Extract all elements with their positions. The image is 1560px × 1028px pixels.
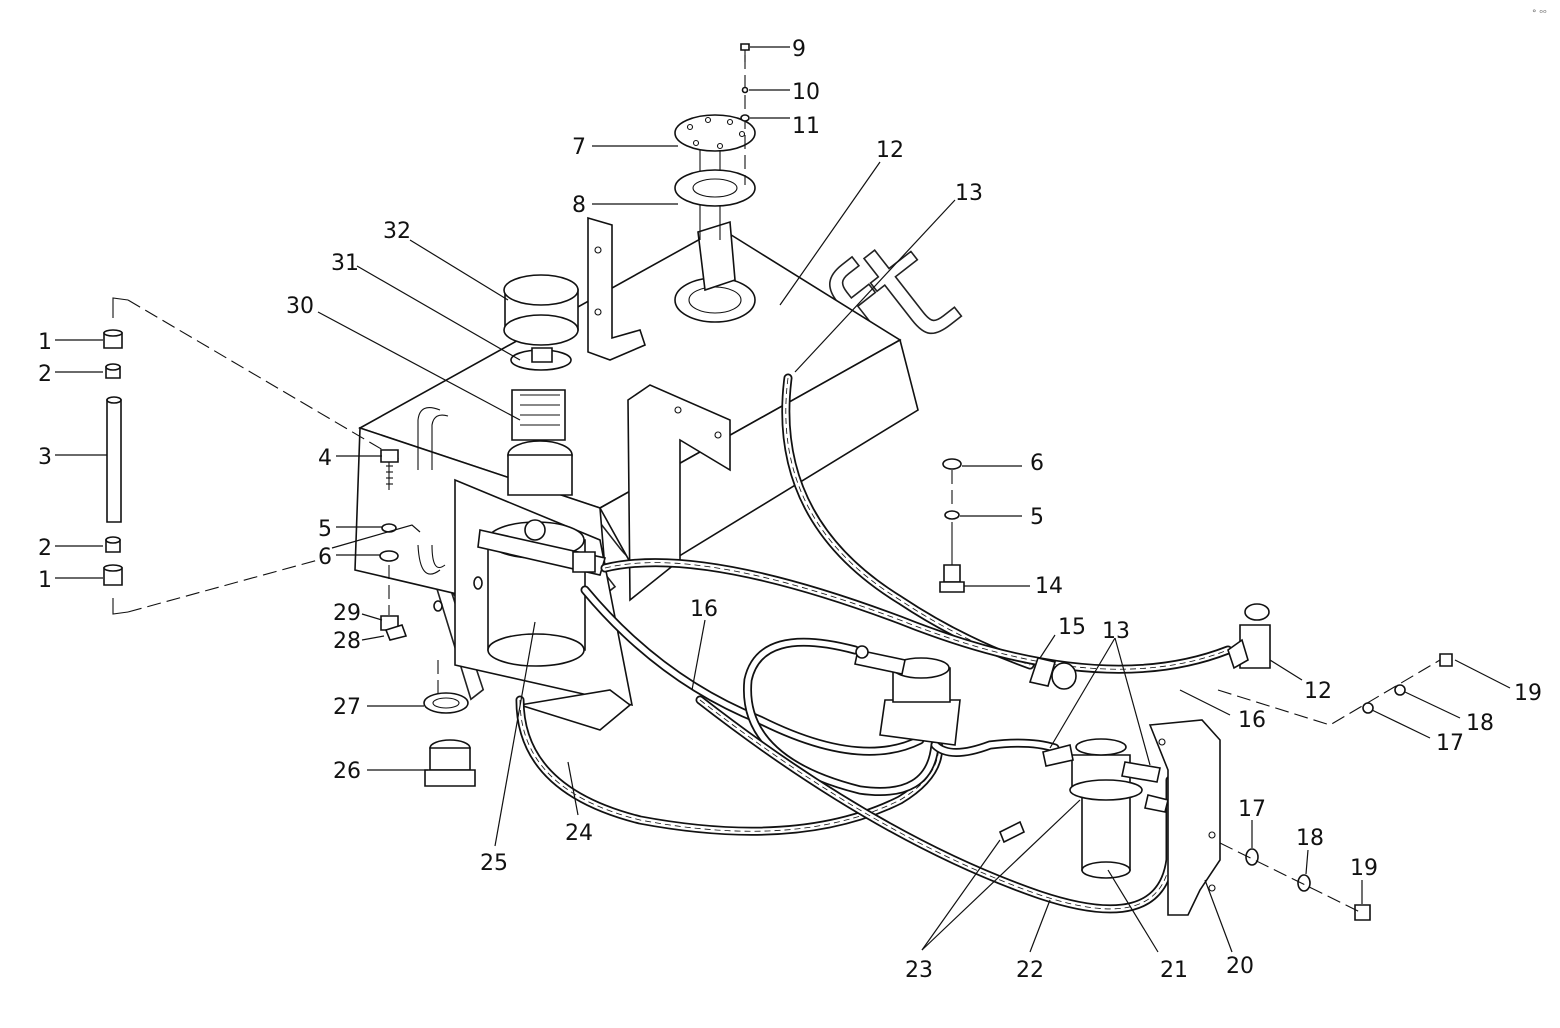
callout-22: 22 — [1016, 958, 1044, 983]
callout-32: 32 — [383, 219, 411, 244]
filter-bracket — [1148, 719, 1221, 916]
callout-14: 14 — [1035, 574, 1063, 599]
callout-26: 26 — [333, 759, 361, 784]
callout-13-top: 13 — [955, 181, 983, 206]
callout-9: 9 — [792, 37, 806, 62]
callout-20: 20 — [1226, 954, 1254, 979]
callout-6-left: 6 — [318, 545, 332, 570]
callout-6-right: 6 — [1030, 451, 1044, 476]
filler-cap — [503, 274, 579, 371]
callout-21: 21 — [1160, 958, 1188, 983]
secondary-filter — [998, 738, 1169, 879]
callout-31: 31 — [331, 251, 359, 276]
callout-25: 25 — [480, 851, 508, 876]
callout-10: 10 — [792, 80, 820, 105]
callout-8: 8 — [572, 193, 586, 218]
callout-5-right: 5 — [1030, 505, 1044, 530]
callout-23: 23 — [905, 958, 933, 983]
mount-bolt-right — [939, 458, 965, 593]
callout-11: 11 — [792, 114, 820, 139]
callout-2-top: 2 — [38, 362, 52, 387]
callout-18-bottom: 18 — [1296, 826, 1324, 851]
callout-27: 27 — [333, 695, 361, 720]
callout-2-bottom: 2 — [38, 536, 52, 561]
callout-leaders — [55, 46, 1511, 953]
callout-7: 7 — [572, 135, 586, 160]
callout-1-bottom: 1 — [38, 568, 52, 593]
drain-plug — [423, 692, 476, 787]
bracket-hardware — [1217, 653, 1453, 921]
callout-28: 28 — [333, 629, 361, 654]
corner-mark: ° ᵒᵒ — [1532, 9, 1547, 19]
callout-numbers: 1 2 3 2 1 4 5 6 29 28 27 26 30 31 32 7 8… — [38, 37, 1542, 983]
sender-plate — [674, 43, 756, 240]
callout-12-right: 12 — [1304, 679, 1332, 704]
callout-19-bottom: 19 — [1350, 856, 1378, 881]
callout-12-top: 12 — [876, 138, 904, 163]
callout-16-right: 16 — [1238, 708, 1266, 733]
mount-bolt-left — [379, 449, 483, 710]
callout-29: 29 — [333, 601, 361, 626]
callout-18-top: 18 — [1466, 711, 1494, 736]
callout-3: 3 — [38, 445, 52, 470]
callout-4: 4 — [318, 446, 332, 471]
callout-1-top: 1 — [38, 330, 52, 355]
callout-13-mid: 13 — [1102, 619, 1130, 644]
primary-filter — [477, 519, 607, 667]
callout-30: 30 — [286, 294, 314, 319]
shutoff-valve — [1227, 603, 1271, 670]
callout-5-left: 5 — [318, 517, 332, 542]
callout-17-top: 17 — [1436, 731, 1464, 756]
callout-17-bottom: 17 — [1238, 797, 1266, 822]
callout-15: 15 — [1058, 615, 1086, 640]
fuel-hoses — [515, 373, 1233, 914]
callout-19-top: 19 — [1514, 681, 1542, 706]
callout-16-mid: 16 — [690, 597, 718, 622]
sight-glass — [103, 297, 401, 615]
callout-24: 24 — [565, 821, 593, 846]
feed-pump — [854, 645, 961, 746]
